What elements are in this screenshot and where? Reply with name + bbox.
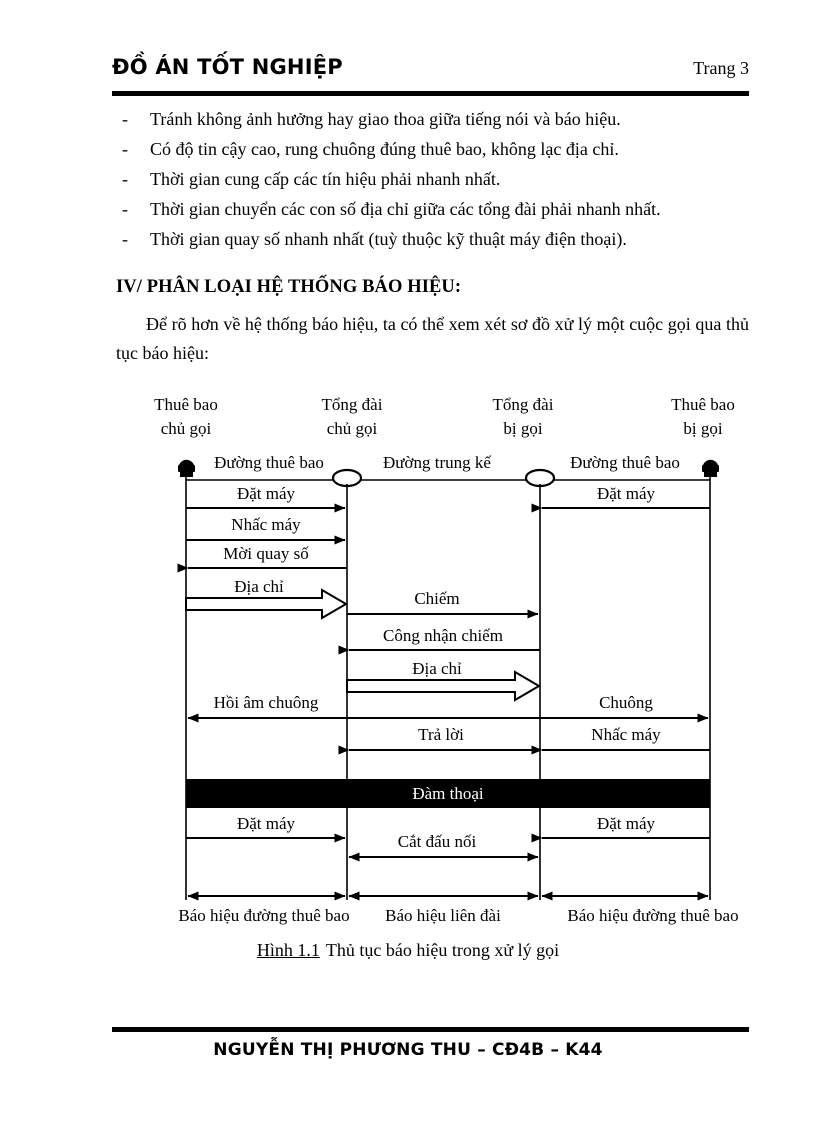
column-header-line1: Tổng đài (322, 395, 383, 414)
list-item: - Thời gian chuyển các con số địa chỉ gi… (118, 194, 778, 224)
message-label-dia-chi-trunk: Địa chỉ (412, 659, 462, 678)
header-divider (112, 91, 749, 96)
list-item: - Thời gian cung cấp các tín hiệu phải n… (118, 164, 778, 194)
section-heading: IV/ PHÂN LOẠI HỆ THỐNG BÁO HIỆU: (116, 277, 462, 297)
column-header-line2: bị gọi (503, 419, 542, 438)
message-label-nhac-may-left: Nhấc máy (231, 515, 301, 534)
list-marker: - (122, 229, 128, 249)
list-item-text: Thời gian cung cấp các tín hiệu phải nha… (150, 169, 501, 189)
message-label-dia-chi-left: Địa chỉ (234, 577, 284, 596)
figure-caption-text: Thủ tục báo hiệu trong xử lý gọi (325, 940, 560, 960)
message-label-chuong: Chuông (599, 693, 653, 712)
section-intro-paragraph: Để rõ hơn về hệ thống báo hiệu, ta có th… (116, 314, 749, 363)
figure-sequence-diagram: Thuê bao chủ gọi Tổng đài chủ gọi Tổng đ… (0, 388, 816, 933)
document-title: ĐỒ ÁN TỐT NGHIỆP (112, 55, 343, 79)
message-label-dat-may-left-top: Đặt máy (237, 484, 296, 503)
page-number: Trang 3 (693, 58, 749, 78)
exchange-node-icon (524, 468, 556, 488)
list-item: - Thời gian quay số nhanh nhất (tuỳ thuộ… (118, 224, 778, 254)
message-label-dat-may-right-bottom: Đặt máy (597, 814, 656, 833)
footer-author: NGUYỄN THỊ PHƯƠNG THU – CĐ4B – K44 (213, 1040, 603, 1060)
message-label-hoi-am-chuong: Hồi âm chuông (214, 693, 319, 712)
list-marker: - (122, 199, 128, 219)
list-item-text: Thời gian chuyển các con số địa chỉ giữa… (150, 199, 661, 219)
message-blockarrow-dia-chi-left (185, 588, 348, 620)
message-label-nhac-may-right: Nhấc máy (591, 725, 661, 744)
message-blockarrow-dia-chi-trunk (346, 670, 541, 702)
list-marker: - (122, 169, 128, 189)
column-header-line1: Tổng đài (493, 395, 554, 414)
figure-caption-number: Hình 1.1 (256, 940, 320, 960)
message-label-dat-may-right-top: Đặt máy (597, 484, 656, 503)
requirements-list: - Tránh không ảnh hưởng hay giao thoa gi… (118, 104, 778, 254)
link-label-trunk: Đường trung kế (383, 453, 491, 472)
telephone-icon (702, 459, 719, 477)
span-label-access-right: Báo hiệu đường thuê bao (567, 906, 738, 925)
span-label-access-left: Báo hiệu đường thuê bao (178, 906, 349, 925)
message-label-cong-nhan-chiem: Công nhận chiếm (383, 626, 503, 645)
list-item-text: Có độ tin cậy cao, rung chuông đúng thuê… (150, 139, 619, 159)
column-header-line2: chủ gọi (161, 419, 212, 438)
message-label-chiem: Chiếm (414, 589, 459, 608)
message-label-cat-dau-noi: Cắt đấu nối (398, 832, 477, 851)
link-label-access-left: Đường thuê bao (214, 453, 324, 472)
column-header-line1: Thuê bao (154, 395, 218, 414)
list-item: - Tránh không ảnh hưởng hay giao thoa gi… (118, 104, 778, 134)
column-header-line1: Thuê bao (671, 395, 735, 414)
list-marker: - (122, 139, 128, 159)
list-marker: - (122, 109, 128, 129)
column-header-line2: bị gọi (683, 419, 722, 438)
message-label-dat-may-left-bottom: Đặt máy (237, 814, 296, 833)
message-label-tra-loi: Trả lời (418, 725, 464, 744)
column-header-line2: chủ gọi (327, 419, 378, 438)
list-item: - Có độ tin cậy cao, rung chuông đúng th… (118, 134, 778, 164)
figure-link-labels: Đường thuê bao Đường trung kế Đường thuê… (214, 453, 680, 472)
message-label-moi-quay-so: Mời quay số (223, 544, 309, 563)
conversation-bar (186, 779, 710, 808)
telephone-icon (178, 459, 195, 477)
exchange-node-icon (331, 468, 363, 488)
list-item-text: Thời gian quay số nhanh nhất (tuỳ thuộc … (150, 229, 627, 249)
span-label-trunk: Báo hiệu liên đài (385, 906, 501, 925)
page-header: ĐỒ ÁN TỐT NGHIỆP Trang 3 (112, 55, 749, 93)
list-item-text: Tránh không ảnh hưởng hay giao thoa giữa… (150, 109, 621, 129)
figure-column-headers: Thuê bao chủ gọi Tổng đài chủ gọi Tổng đ… (154, 395, 735, 438)
footer-divider (112, 1027, 749, 1032)
conversation-bar-label: Đàm thoại (412, 784, 484, 803)
link-label-access-right: Đường thuê bao (570, 453, 680, 472)
